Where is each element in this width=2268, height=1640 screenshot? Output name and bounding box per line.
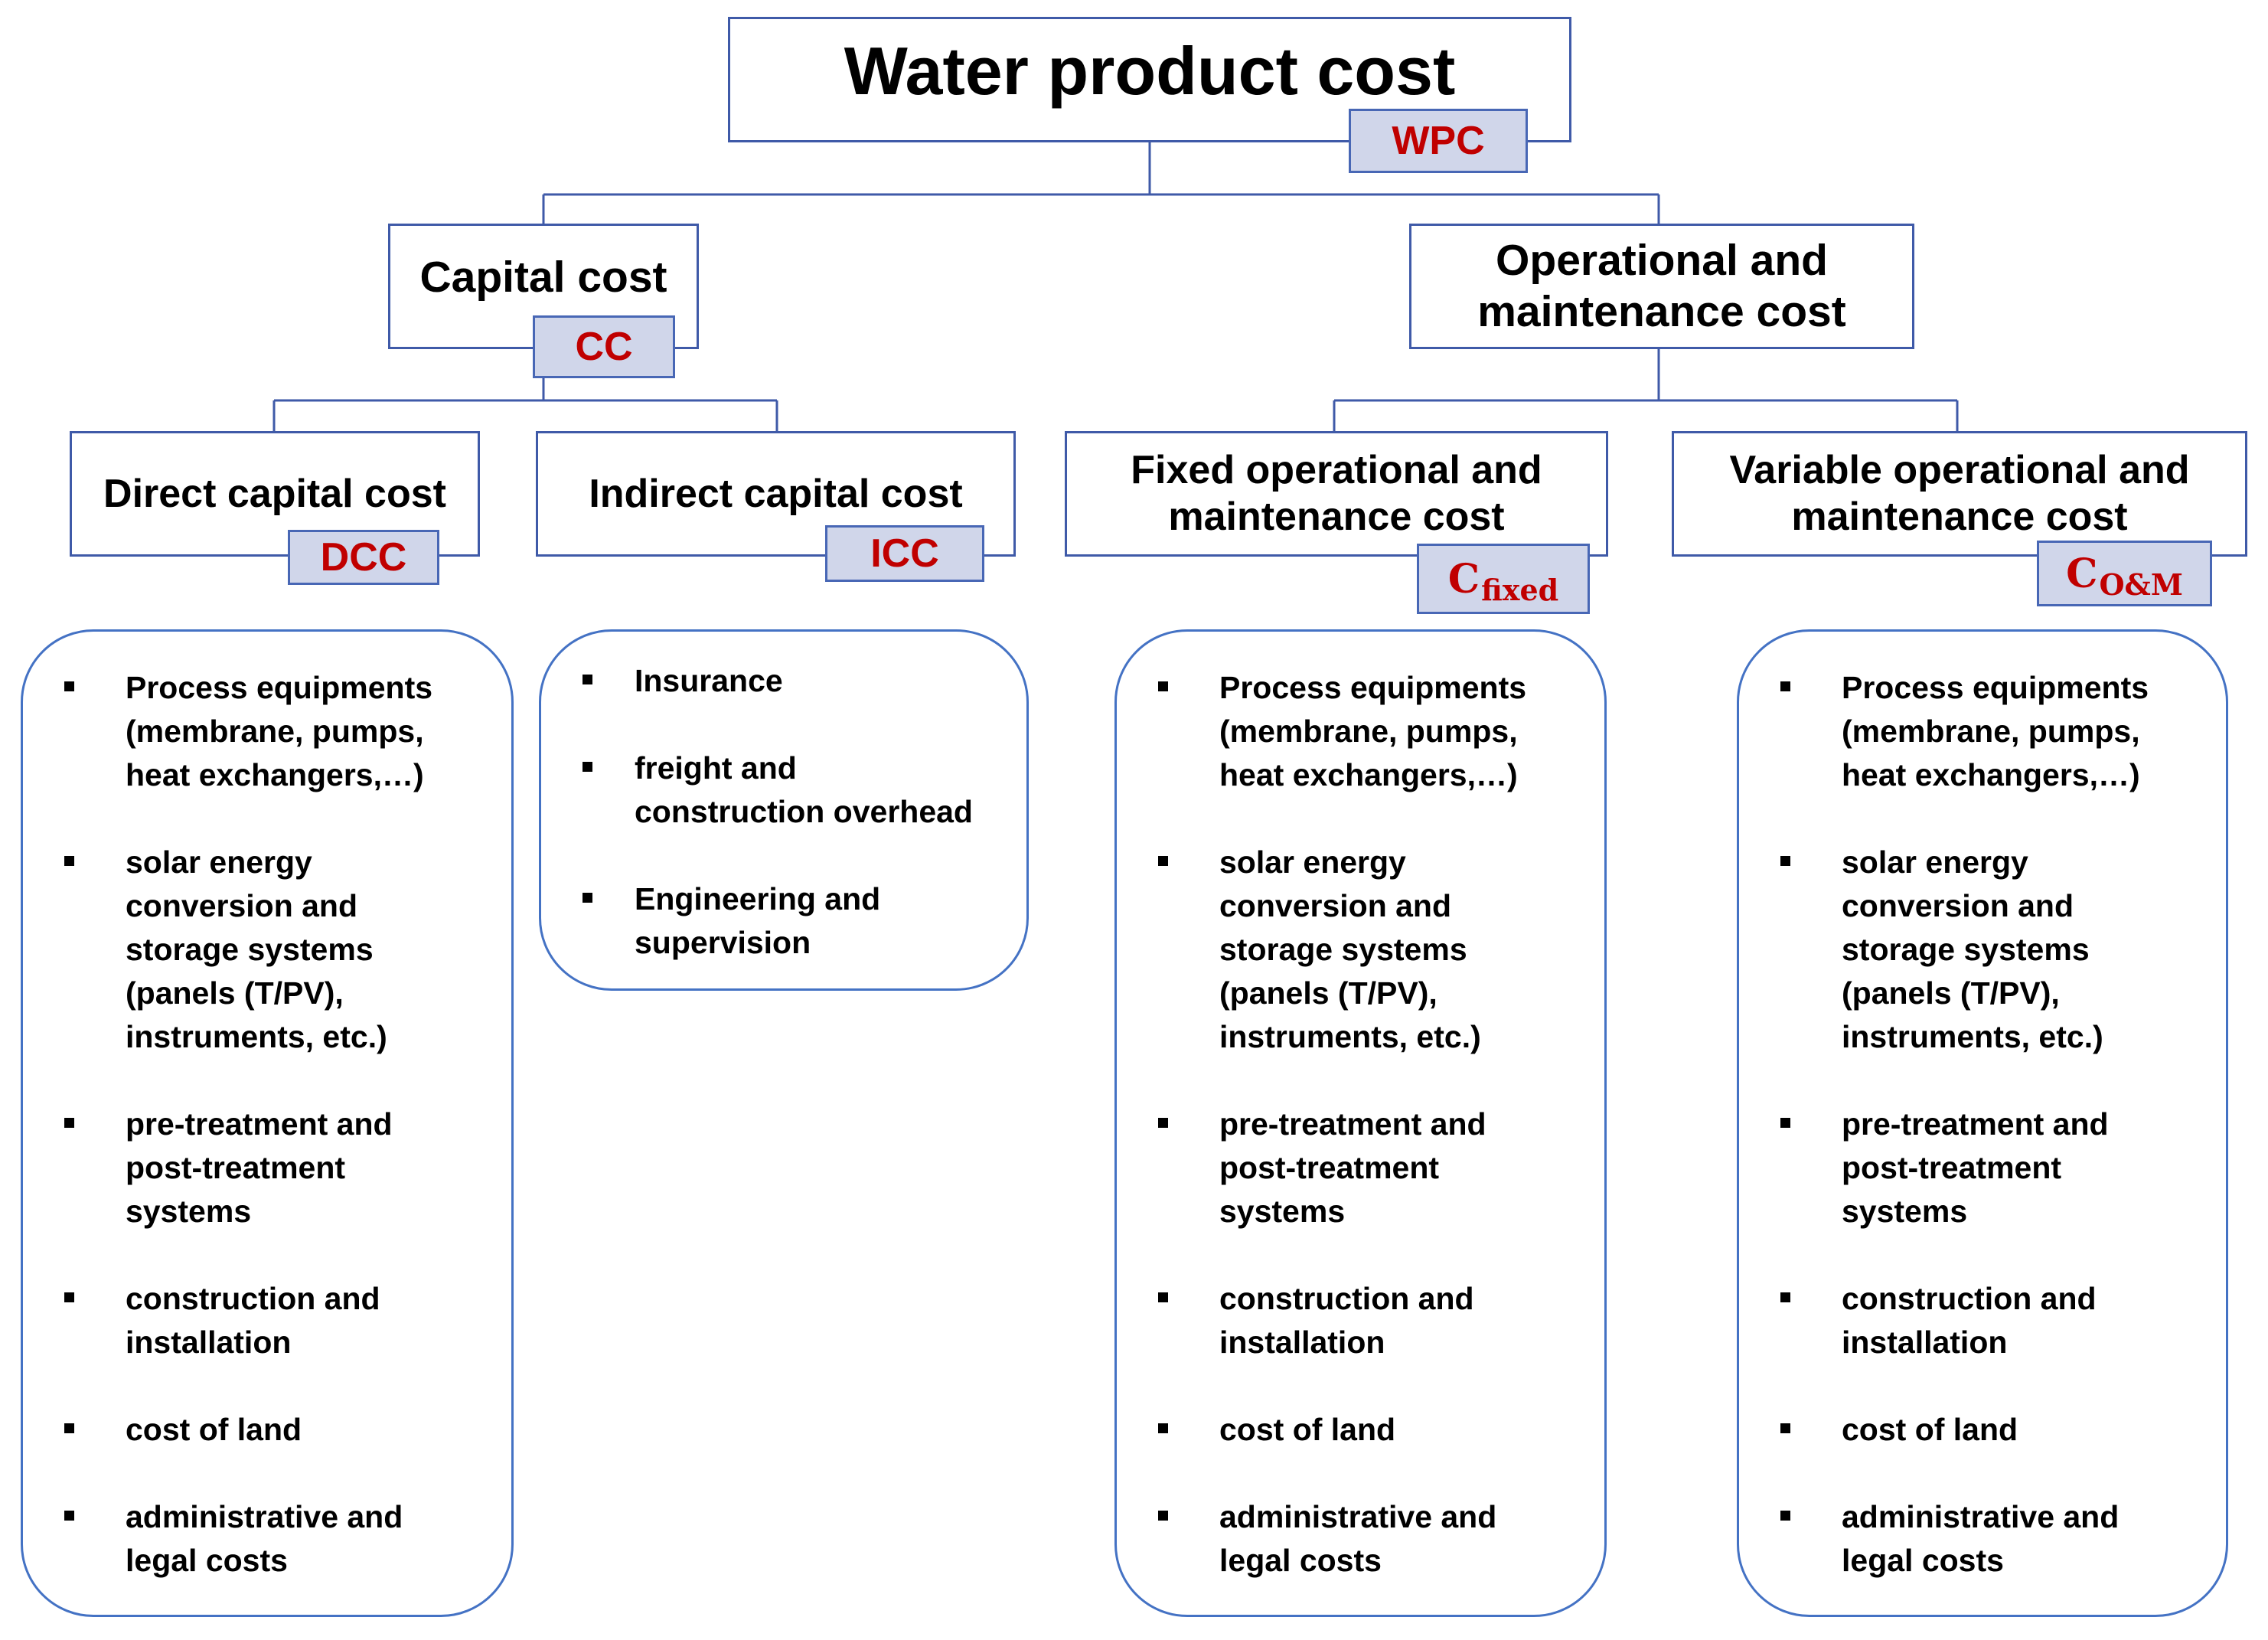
list-item: pre-treatment and post-treatment systems bbox=[1739, 1103, 2226, 1233]
list-item: cost of land bbox=[1739, 1408, 2226, 1452]
list-item: construction and installation bbox=[1117, 1277, 1604, 1364]
variable-om-cost-abbr-main: C bbox=[2066, 550, 2098, 597]
list-item: solar energy conversion and storage syst… bbox=[23, 841, 511, 1059]
list-item: Process equipments (membrane, pumps, hea… bbox=[1117, 666, 1604, 797]
list-item: Process equipments (membrane, pumps, hea… bbox=[1739, 666, 2226, 797]
fixed-om-cost-list: Process equipments (membrane, pumps, hea… bbox=[1114, 629, 1607, 1617]
direct-capital-cost-list: Process equipments (membrane, pumps, hea… bbox=[21, 629, 514, 1617]
root-title: Water product cost bbox=[844, 32, 1456, 109]
variable-om-cost-title: Variable operational and maintenance cos… bbox=[1729, 448, 2190, 539]
fixed-om-cost-title: Fixed operational and maintenance cost bbox=[1131, 448, 1542, 539]
list-item: construction and installation bbox=[1739, 1277, 2226, 1364]
list-item: administrative and legal costs bbox=[1739, 1495, 2226, 1583]
list-item: pre-treatment and post-treatment systems bbox=[23, 1103, 511, 1233]
list-item: Insurance bbox=[541, 659, 1026, 703]
list-item: Process equipments (membrane, pumps, hea… bbox=[23, 666, 511, 797]
list-item: administrative and legal costs bbox=[1117, 1495, 1604, 1583]
list-item: Engineering and supervision bbox=[541, 877, 1026, 965]
fixed-om-cost-abbr-main: C bbox=[1447, 555, 1480, 603]
root-abbr-tag: WPC bbox=[1349, 109, 1528, 173]
variable-om-cost-list: Process equipments (membrane, pumps, hea… bbox=[1737, 629, 2228, 1617]
direct-capital-cost-title: Direct capital cost bbox=[103, 471, 446, 516]
list-item: solar energy conversion and storage syst… bbox=[1739, 841, 2226, 1059]
root-abbr: WPC bbox=[1392, 119, 1485, 163]
list-item: pre-treatment and post-treatment systems bbox=[1117, 1103, 1604, 1233]
indirect-capital-cost-list: Insurance freight and construction overh… bbox=[539, 629, 1029, 991]
variable-om-cost-abbr-sub: O&M bbox=[2099, 567, 2183, 602]
indirect-capital-cost-title: Indirect capital cost bbox=[589, 471, 963, 516]
list-item: cost of land bbox=[23, 1408, 511, 1452]
indirect-capital-cost-abbr-tag: ICC bbox=[825, 525, 984, 582]
list-item: solar energy conversion and storage syst… bbox=[1117, 841, 1604, 1059]
capital-cost-abbr-tag: CC bbox=[533, 315, 675, 378]
om-cost-title: Operational and maintenance cost bbox=[1477, 236, 1846, 336]
indirect-capital-cost-abbr: ICC bbox=[870, 531, 939, 576]
fixed-om-cost-abbr-sub: fixed bbox=[1481, 572, 1559, 607]
list-item: cost of land bbox=[1117, 1408, 1604, 1452]
capital-cost-abbr: CC bbox=[575, 325, 633, 369]
list-item: construction and installation bbox=[23, 1277, 511, 1364]
list-item: administrative and legal costs bbox=[23, 1495, 511, 1583]
capital-cost-title: Capital cost bbox=[419, 252, 667, 302]
variable-om-cost-node: Variable operational and maintenance cos… bbox=[1672, 431, 2247, 557]
om-cost-node: Operational and maintenance cost bbox=[1409, 224, 1914, 349]
root-node: Water product cost bbox=[728, 17, 1571, 142]
fixed-om-cost-node: Fixed operational and maintenance cost bbox=[1065, 431, 1608, 557]
direct-capital-cost-abbr: DCC bbox=[320, 535, 407, 580]
list-item: freight and construction overhead bbox=[541, 746, 1026, 834]
direct-capital-cost-abbr-tag: DCC bbox=[288, 530, 439, 585]
